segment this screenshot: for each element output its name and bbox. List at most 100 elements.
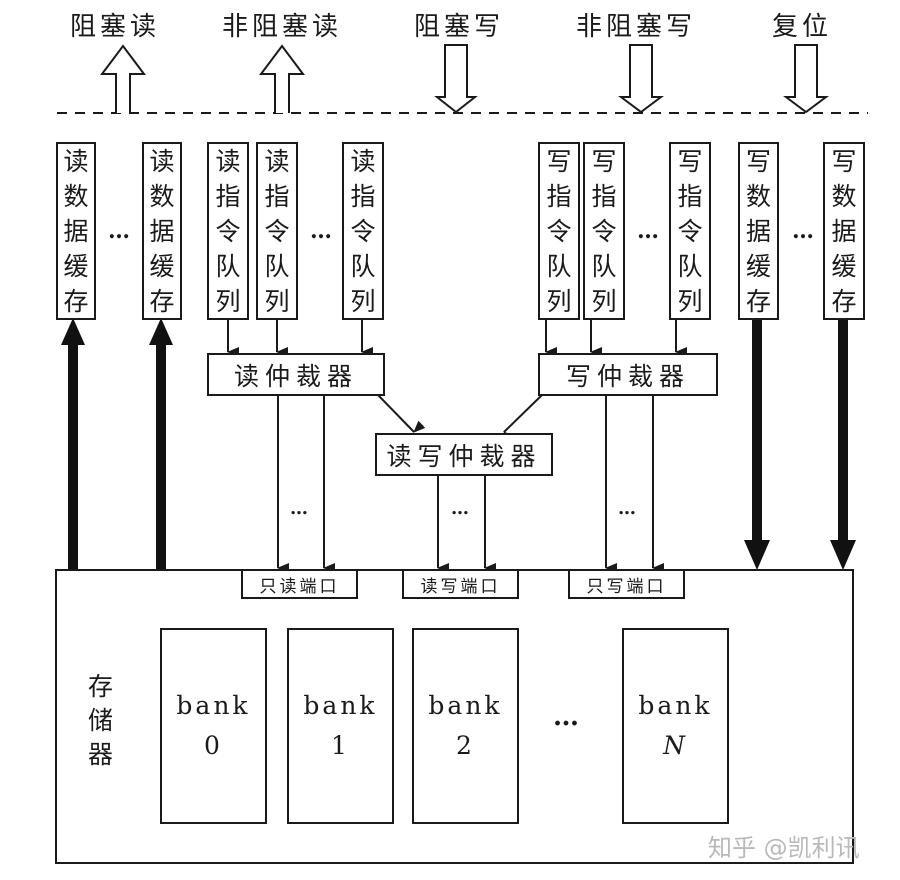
- char: 器: [88, 740, 114, 769]
- char: 读: [350, 146, 376, 176]
- char: 写: [591, 146, 617, 176]
- write-data-bus-1: [752, 318, 762, 543]
- bank-name: bank: [428, 691, 503, 720]
- read-data-buffer-n: 读 数 据 缓 存: [142, 142, 182, 320]
- bank-index: N: [663, 731, 688, 760]
- char: 令: [350, 216, 376, 246]
- write-data-buffer-1: 写 数 据 缓 存: [738, 142, 779, 320]
- char: 读: [264, 146, 290, 176]
- bank-name: bank: [303, 691, 378, 720]
- bank-2: bank 2: [412, 628, 519, 824]
- nonblocking-read-up-arrow-icon: [259, 44, 305, 113]
- bank-index: 2: [456, 731, 475, 760]
- char: 指: [591, 181, 617, 211]
- char: 储: [88, 706, 114, 735]
- char: 队: [546, 251, 572, 281]
- char: 存: [745, 286, 771, 316]
- char: 写: [677, 146, 703, 176]
- char: 存: [831, 286, 857, 316]
- read-data-bus-1: [68, 340, 78, 570]
- bank-0: bank 0: [160, 628, 267, 824]
- char: 写: [831, 146, 857, 176]
- char: 指: [546, 181, 572, 211]
- bank-ellipsis: …: [553, 702, 579, 732]
- read-data-buffer-ellipsis: …: [108, 218, 130, 244]
- char: 缓: [745, 251, 771, 281]
- write-cmd-queue-ellipsis: …: [637, 218, 659, 244]
- read-cmd-queue-ellipsis: …: [310, 218, 332, 244]
- char: 令: [215, 216, 241, 246]
- signal-label-reset: 复位: [772, 12, 833, 42]
- bank-name: bank: [638, 691, 713, 720]
- write-arbiter-to-rw-arbiter: [503, 394, 543, 444]
- char: 指: [677, 181, 703, 211]
- bank-index: 1: [331, 731, 350, 760]
- write-data-buffer-ellipsis: …: [792, 218, 814, 244]
- char: 据: [745, 216, 771, 246]
- read-write-port: 读写端口: [402, 569, 519, 599]
- char: 列: [546, 286, 572, 316]
- bank-n: bank N: [622, 628, 729, 824]
- char: 读: [215, 146, 241, 176]
- read-port-ellipsis: …: [290, 498, 308, 519]
- read-data-bus-2: [156, 340, 166, 570]
- watermark: 知乎 @凯利讯: [708, 834, 860, 862]
- char: 缓: [63, 251, 89, 281]
- char: 缓: [149, 251, 175, 281]
- read-cmd-queue-n: 读 指 令 队 列: [342, 142, 384, 320]
- char: 缓: [831, 251, 857, 281]
- char: 读: [149, 146, 175, 176]
- signal-label-blocking-write: 阻塞写: [414, 12, 505, 42]
- write-arbiter: 写仲裁器: [538, 353, 718, 396]
- read-arbiter: 读仲裁器: [207, 353, 385, 396]
- signal-label-nonblocking-write: 非阻塞写: [576, 12, 697, 42]
- char: 列: [677, 286, 703, 316]
- char: 令: [546, 216, 572, 246]
- read-cmd-queue-2: 读 指 令 队 列: [256, 142, 298, 320]
- read-cmd-queue-1: 读 指 令 队 列: [207, 142, 249, 320]
- write-cmd-queue-2: 写 指 令 队 列: [583, 142, 625, 320]
- char: 存: [149, 286, 175, 316]
- memory-label: 存 储 器: [88, 670, 113, 772]
- char: 队: [264, 251, 290, 281]
- char: 据: [831, 216, 857, 246]
- reset-down-arrow-icon: [783, 44, 829, 114]
- signal-label-blocking-read: 阻塞读: [70, 12, 161, 42]
- char: 存: [88, 672, 114, 701]
- read-data-buffer-1: 读 数 据 缓 存: [56, 142, 96, 320]
- char: 队: [591, 251, 617, 281]
- char: 数: [149, 181, 175, 211]
- write-data-bus-2: [838, 318, 848, 543]
- char: 列: [350, 286, 376, 316]
- write-data-bus-2-arrowhead-icon: [830, 540, 856, 570]
- bank-index: 0: [204, 731, 223, 760]
- write-data-buffer-n: 写 数 据 缓 存: [823, 142, 865, 320]
- char: 队: [215, 251, 241, 281]
- char: 令: [591, 216, 617, 246]
- blocking-write-down-arrow-icon: [434, 44, 478, 114]
- char: 写: [546, 146, 572, 176]
- char: 列: [591, 286, 617, 316]
- read-arbiter-to-rw-arbiter: [377, 394, 426, 433]
- write-data-bus-1-arrowhead-icon: [744, 540, 770, 570]
- char: 数: [745, 181, 771, 211]
- char: 队: [677, 251, 703, 281]
- char: 令: [677, 216, 703, 246]
- char: 令: [264, 216, 290, 246]
- read-data-bus-1-arrowhead-icon: [61, 318, 85, 345]
- read-write-arbiter: 读写仲裁器: [375, 433, 553, 476]
- char: 读: [63, 146, 89, 176]
- char: 指: [350, 181, 376, 211]
- char: 据: [149, 216, 175, 246]
- char: 队: [350, 251, 376, 281]
- write-cmd-queue-n: 写 指 令 队 列: [669, 142, 711, 320]
- write-only-port: 只写端口: [568, 569, 685, 599]
- bank-1: bank 1: [287, 628, 394, 824]
- read-data-bus-2-arrowhead-icon: [149, 318, 173, 345]
- char: 指: [215, 181, 241, 211]
- read-only-port: 只读端口: [241, 569, 358, 599]
- write-port-ellipsis: …: [618, 498, 636, 519]
- rw-port-ellipsis: …: [451, 498, 469, 519]
- char: 列: [215, 286, 241, 316]
- char: 据: [63, 216, 89, 246]
